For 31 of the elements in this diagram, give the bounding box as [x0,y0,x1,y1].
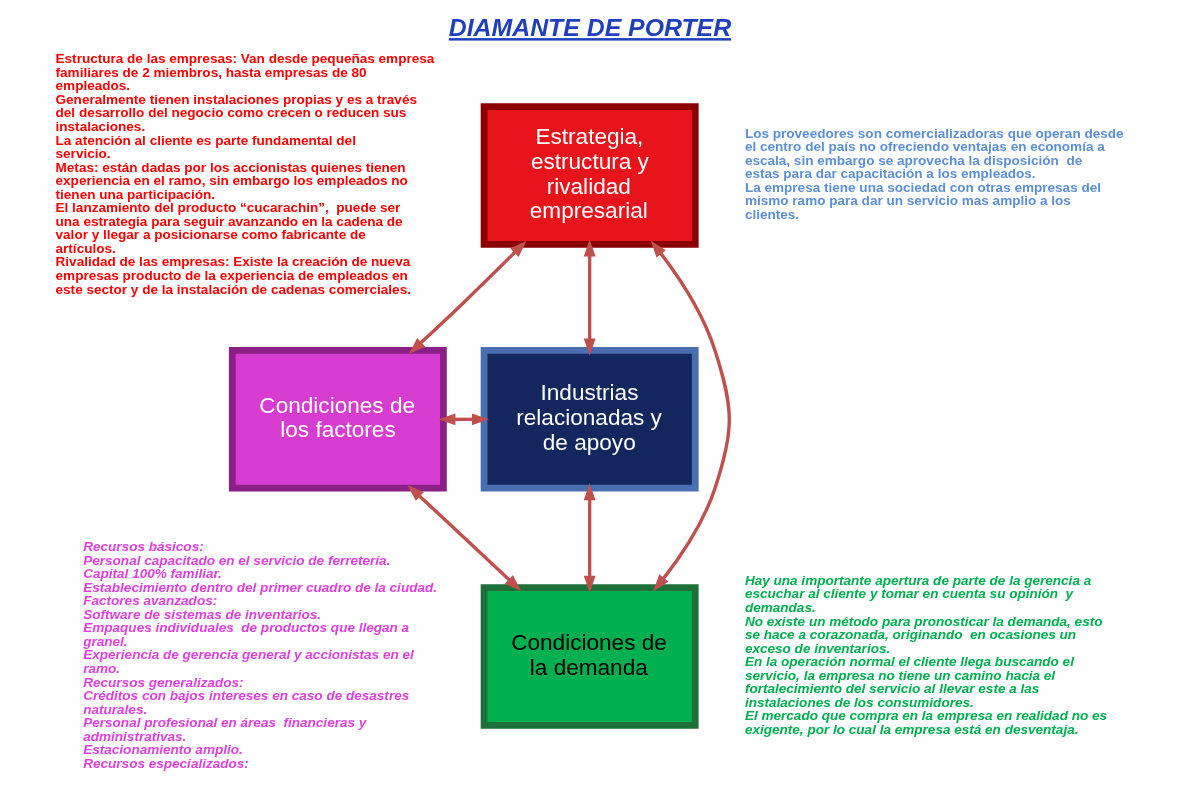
arrow [438,413,489,426]
node-label: El lanzamiento del producto “cucarachin”, puede ser una estrategia para seguir avanzando en la cadena de valor y llegar a posicionarse como fabricante de artículos. [55,200,403,256]
node-label: Recursos básicos: [83,539,204,554]
node-label: La atención al cliente es parte fundamental del servicio. [55,132,356,162]
node-label: El mercado que compra en la empresa en realidad no es exigente, por lo cual la empresa está en desventaja. [744,708,1108,737]
node-label: Los proveedores son comercializadoras que operan desde el centro del país no ofreciendo ventajas en economía a escala, sin embargo se aprovecha la disposición de estas para dar capacitación a los empleados. [744,125,1124,182]
node-label: Software de sistemas de inventarios. [83,606,322,622]
node-label: Experiencia de gerencia general y accionistas en el ramo. [83,647,414,676]
node-label: Personal capacitado en el servicio de ferretería. [83,552,391,568]
node-label: Empaques individuales de productos que llegan a granel. [83,620,410,649]
node-box: Industrias relacionadas y de apoyo [480,347,699,492]
node-label: Personal profesional en áreas financieras y administrativas. [83,715,367,744]
node-box: Condiciones de la demanda [480,584,699,729]
diagram-title: DIAMANTE DE PORTER [448,14,732,42]
arrow [583,483,596,593]
node-box: Condiciones de los factores [228,347,447,492]
node-label: Rivalidad de las empresas: Existe la creación de nueva empresas producto de la experiencia de empleados en este sector y de la instalación de cadenas comerciales. [55,254,411,297]
arrow [408,240,527,354]
node-label: Recursos generalizados: [83,674,244,690]
arrow [650,240,731,592]
arrow [583,239,596,356]
node-label: Hay una importante apertura de parte de la gerencia a escuchar al cliente y tomar en cuenta su opinión y demandas. [744,572,1092,615]
node-label: Capital 100% familiar. [83,566,222,582]
node-label: En la operación normal el cliente llega buscando el servicio, la empresa no tiene un camino hacia el fortalecimiento del servicio al llevar este a las instalaciones de los consumidores. [744,654,1074,710]
node-label: Factores avanzados: [83,593,218,609]
node-label: Estructura de las empresas: Van desde pequeñas empresa familiares de 2 miembros, hasta empresas de 80 empleados. [55,51,435,94]
arrow [407,484,522,592]
node-label: Estacionamiento amplio. [83,742,243,758]
node-box: Estrategia, estructura y rivalidad empresarial [480,103,699,248]
node-label: No existe un método para pronosticar la demanda, esto se hace a corazonada, originando en ocasiones un exceso de inventarios. [744,613,1103,656]
node-label: Metas: están dadas por los accionistas quienes tienen experiencia en el ramo, sin embargo los empleados no tienen una participación. [55,159,408,202]
